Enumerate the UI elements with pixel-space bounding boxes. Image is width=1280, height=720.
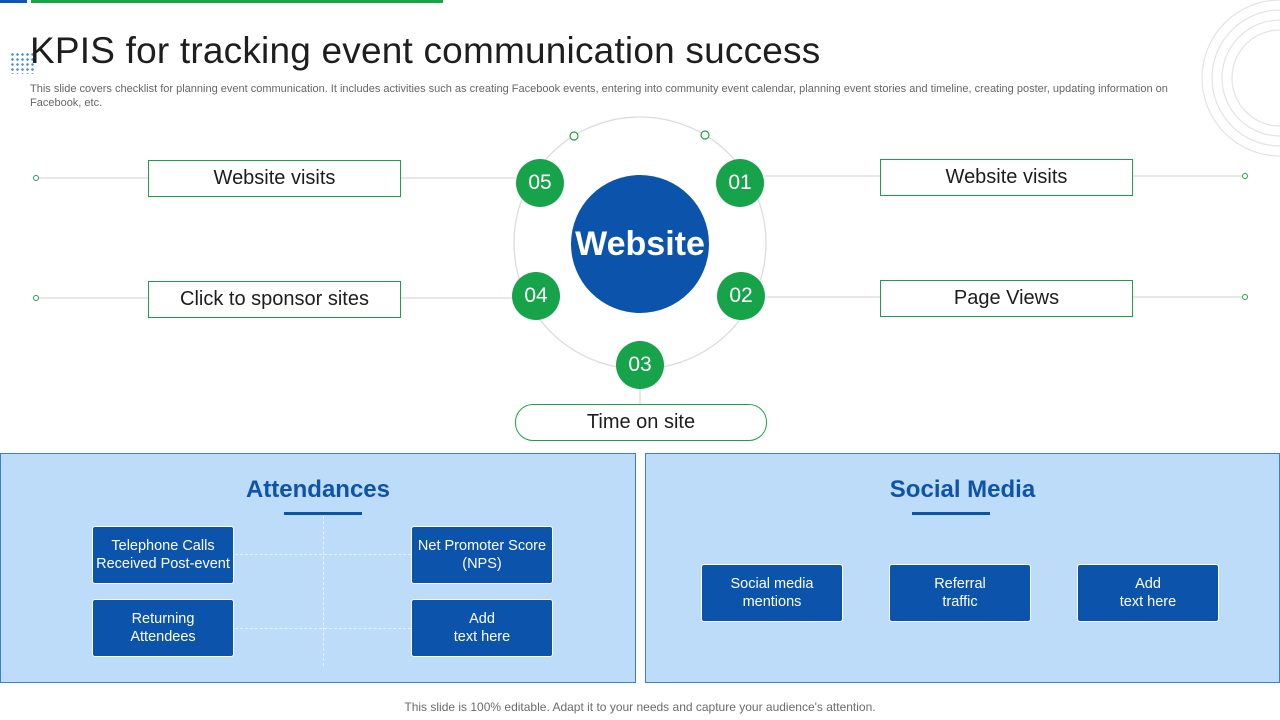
- number-badge-04: 04: [512, 272, 560, 320]
- kpi-box-03: Time on site: [515, 404, 767, 441]
- attendances-panel: Attendances Telephone Calls Received Pos…: [0, 453, 636, 683]
- dot-grid-icon: [10, 52, 36, 74]
- card-returning-attendees: Returning Attendees: [92, 599, 234, 657]
- number-badge-02: 02: [717, 272, 765, 320]
- slide-subtitle: This slide covers checklist for planning…: [30, 83, 1168, 109]
- card-add-text-attendances: Add text here: [411, 599, 553, 657]
- kpi-box-04: Click to sponsor sites: [148, 281, 401, 318]
- connector-line: [323, 516, 324, 666]
- top-accent-bar-green: [31, 0, 443, 3]
- number-badge-05: 05: [516, 159, 564, 207]
- card-referral-traffic: Referral traffic: [889, 564, 1031, 622]
- kpi-box-05: Website visits: [148, 160, 401, 197]
- social-media-panel: Social Media Social media mentions Refer…: [645, 453, 1280, 683]
- kpi-box-02: Page Views: [880, 280, 1133, 317]
- social-media-underline: [912, 512, 990, 515]
- kpi-box-01: Website visits: [880, 159, 1133, 196]
- card-add-text-social: Add text here: [1077, 564, 1219, 622]
- footer-note: This slide is 100% editable. Adapt it to…: [404, 700, 876, 714]
- card-social-media-mentions: Social media mentions: [701, 564, 843, 622]
- number-badge-01: 01: [716, 159, 764, 207]
- attendances-title: Attendances: [245, 476, 391, 503]
- decorative-circles-icon: [1201, 0, 1280, 157]
- social-media-title: Social Media: [889, 476, 1036, 503]
- attendances-underline: [284, 512, 362, 515]
- number-badge-03: 03: [616, 341, 664, 389]
- top-accent-bar-blue: [0, 0, 27, 3]
- slide-title: KPIS for tracking event communication su…: [30, 30, 821, 71]
- card-net-promoter-score: Net Promoter Score (NPS): [411, 526, 553, 584]
- card-telephone-calls: Telephone Calls Received Post-event: [92, 526, 234, 584]
- website-hub-circle: Website: [571, 175, 709, 313]
